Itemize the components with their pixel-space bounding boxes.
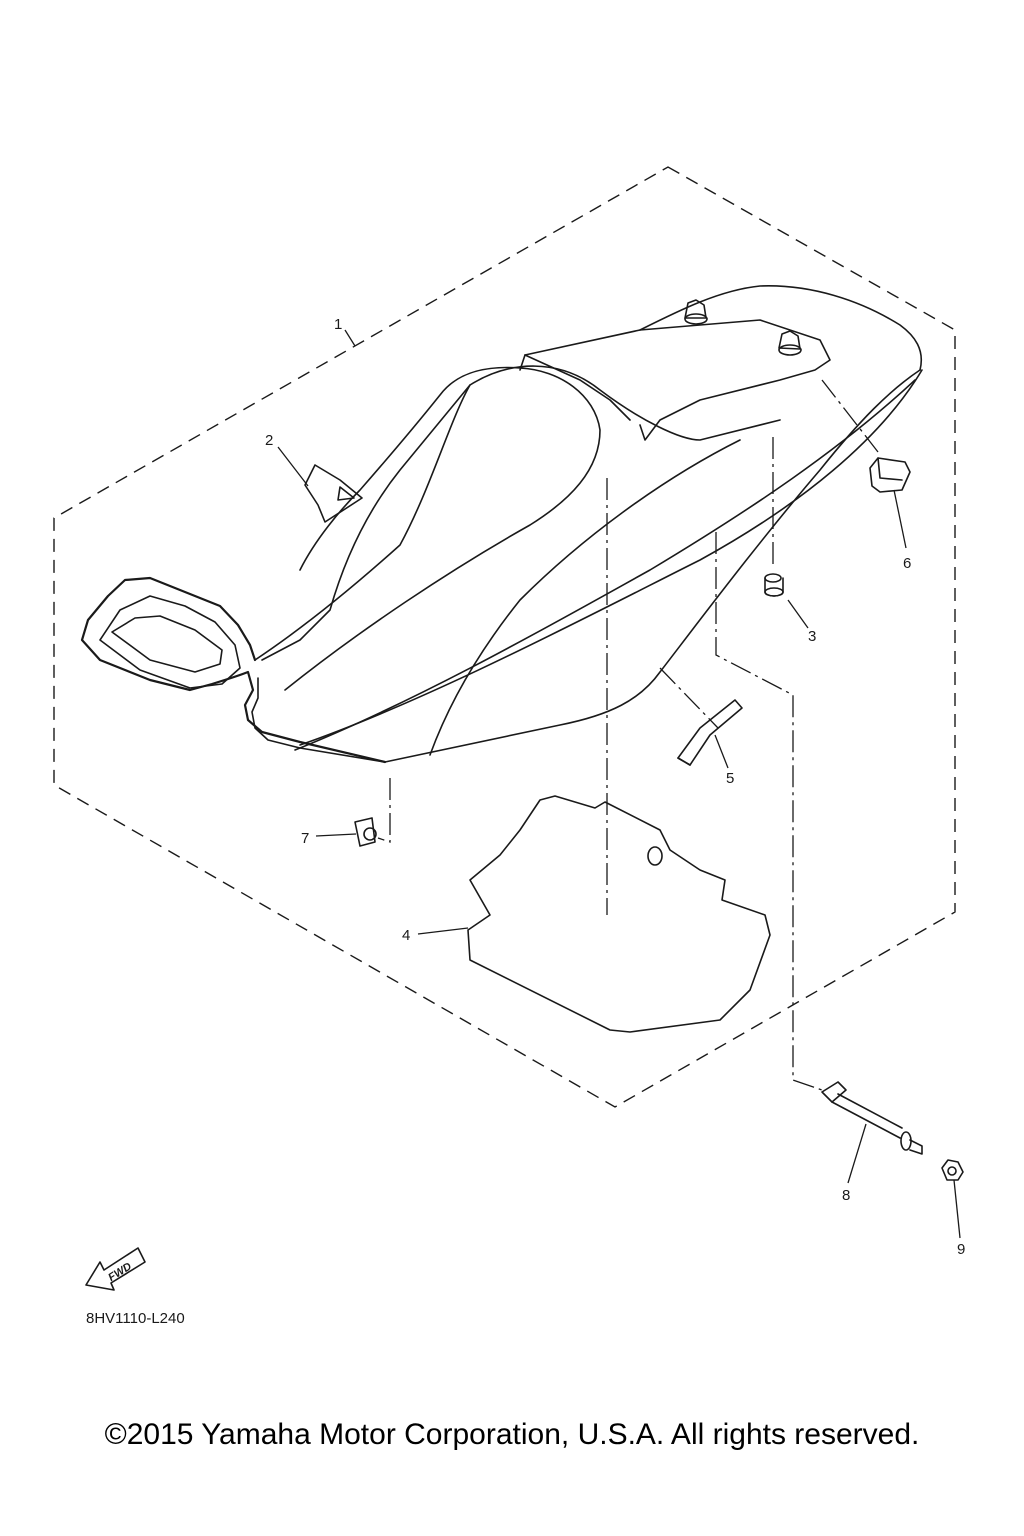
leader-7 [315,833,357,837]
callout-9: 9 [957,1241,965,1258]
part-code: 8HV1110-L240 [86,1310,185,1327]
part-5-strap [677,699,743,766]
assembly-line-7 [377,778,391,843]
seat-assembly [80,285,923,764]
leader-2 [277,446,309,487]
assembly-boundary [53,166,956,1108]
leader-3 [787,599,809,629]
leader-9 [953,1179,961,1239]
assembly-line-8 [715,532,823,1091]
assembly-line-5 [659,667,719,729]
callout-1: 1 [334,316,342,333]
callout-2: 2 [265,432,273,449]
copyright-notice: ©2015 Yamaha Motor Corporation, U.S.A. A… [104,1418,920,1451]
callout-3: 3 [808,628,816,645]
part-7-clip [354,817,377,847]
callout-5: 5 [726,770,734,787]
leader-4 [417,927,469,935]
callout-8: 8 [842,1187,850,1204]
callout-4: 4 [402,927,410,944]
callout-7: 7 [301,830,309,847]
part-4-mat [467,795,771,1033]
part-8-bolt [821,1081,923,1155]
part-6-pad [869,457,911,493]
callout-6: 6 [903,555,911,572]
part-9-nut [941,1159,964,1181]
leader-6 [893,489,907,549]
assembly-line-6 [821,379,879,453]
fwd-label: FWD [106,1261,134,1284]
part-3-damper [764,573,784,597]
fwd-arrow-icon: FWD [85,1247,146,1291]
leader-5 [714,734,729,769]
part-2-label [304,464,363,523]
leader-1 [344,329,356,347]
leader-8 [847,1123,867,1184]
